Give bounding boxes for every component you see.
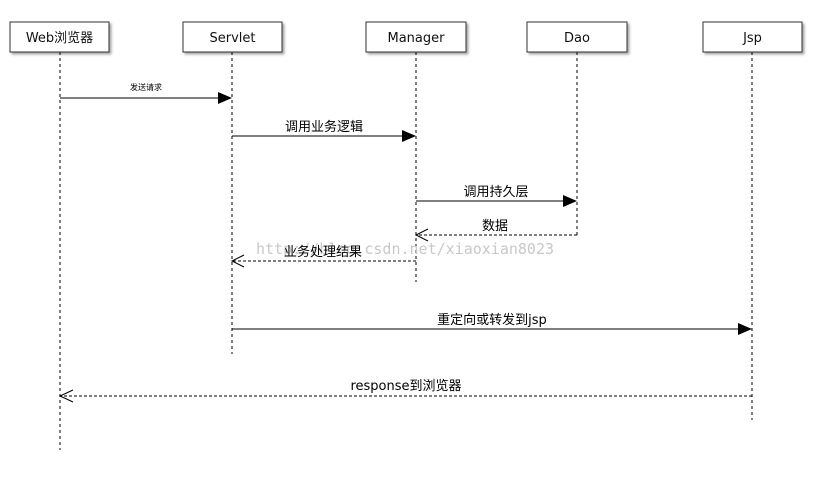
message-data-return: 数据 [414, 219, 577, 242]
message-label-send-request: 发送请求 [130, 82, 162, 92]
participant-dao: Dao [526, 21, 628, 53]
watermark-text: http://blog.csdn.net/xiaoxian8023 [256, 240, 554, 258]
message-label-response-to-browser: response到浏览器 [350, 378, 461, 394]
message-label-data-return: 数据 [482, 219, 508, 234]
participant-label-jsp: Jsp [742, 31, 762, 46]
participant-label-browser: Web浏览器 [26, 30, 93, 46]
message-call-business: 调用业务逻辑 [232, 119, 416, 142]
message-label-call-business: 调用业务逻辑 [285, 119, 363, 135]
participant-jsp: Jsp [702, 21, 803, 53]
participant-manager: Manager [365, 21, 467, 53]
message-call-persistence: 调用持久层 [416, 185, 577, 207]
message-forward-to-jsp: 重定向或转发到jsp [232, 312, 752, 335]
participant-label-manager: Manager [388, 31, 446, 46]
participant-browser: Web浏览器 [9, 21, 110, 53]
message-label-call-persistence: 调用持久层 [463, 185, 528, 200]
message-response-to-browser: response到浏览器 [58, 378, 752, 403]
message-send-request: 发送请求 [60, 82, 232, 104]
participant-label-dao: Dao [564, 31, 590, 46]
message-label-business-result: 业务处理结果 [284, 244, 362, 260]
message-label-forward-to-jsp: 重定向或转发到jsp [437, 312, 547, 328]
participant-servlet: Servlet [182, 21, 283, 53]
message-business-result: 业务处理结果 [230, 244, 416, 268]
participant-label-servlet: Servlet [210, 31, 256, 46]
